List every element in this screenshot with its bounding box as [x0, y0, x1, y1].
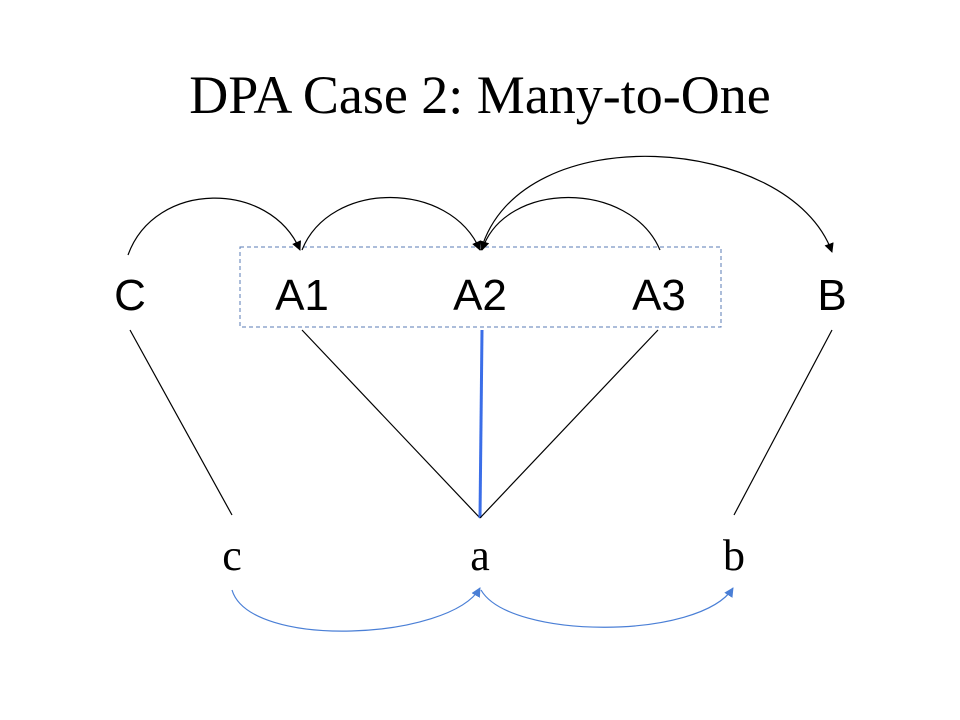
arc-a-to-b — [480, 587, 734, 628]
slide-title: DPA Case 2: Many-to-One — [189, 65, 771, 125]
node-B: B — [817, 271, 846, 320]
arc-c-to-a — [231, 587, 481, 632]
node-b: b — [723, 531, 745, 580]
link-a1-to-a — [301, 329, 481, 519]
node-c: c — [222, 531, 242, 580]
arc-a1-to-a2 — [301, 197, 481, 251]
node-A2: A2 — [453, 271, 507, 320]
node-a: a — [470, 531, 490, 580]
node-A3: A3 — [632, 271, 686, 320]
link-a3-to-a — [479, 329, 659, 519]
arc-a2-to-b — [480, 155, 834, 253]
arc-a3-to-a2 — [480, 197, 661, 251]
link-a2-to-a — [478, 329, 484, 519]
node-A1: A1 — [275, 271, 329, 320]
link-c-to-c — [129, 329, 233, 516]
node-C: C — [114, 271, 146, 320]
link-b-to-b — [733, 329, 833, 516]
arc-c-to-a1 — [127, 197, 301, 256]
